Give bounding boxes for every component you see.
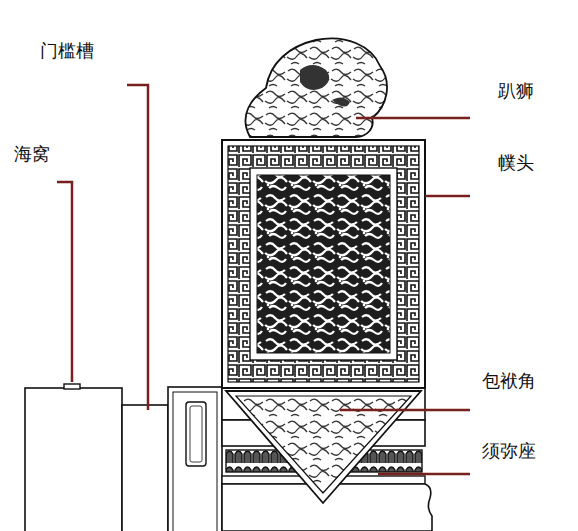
part-label: 幞头 bbox=[496, 152, 536, 174]
part-label: 海窝 bbox=[12, 143, 52, 165]
part-label: 趴狮 bbox=[496, 80, 536, 102]
part-label: 门槛槽 bbox=[38, 40, 96, 62]
part-label: 包袱角 bbox=[480, 370, 538, 392]
part-label: 须弥座 bbox=[480, 440, 538, 462]
